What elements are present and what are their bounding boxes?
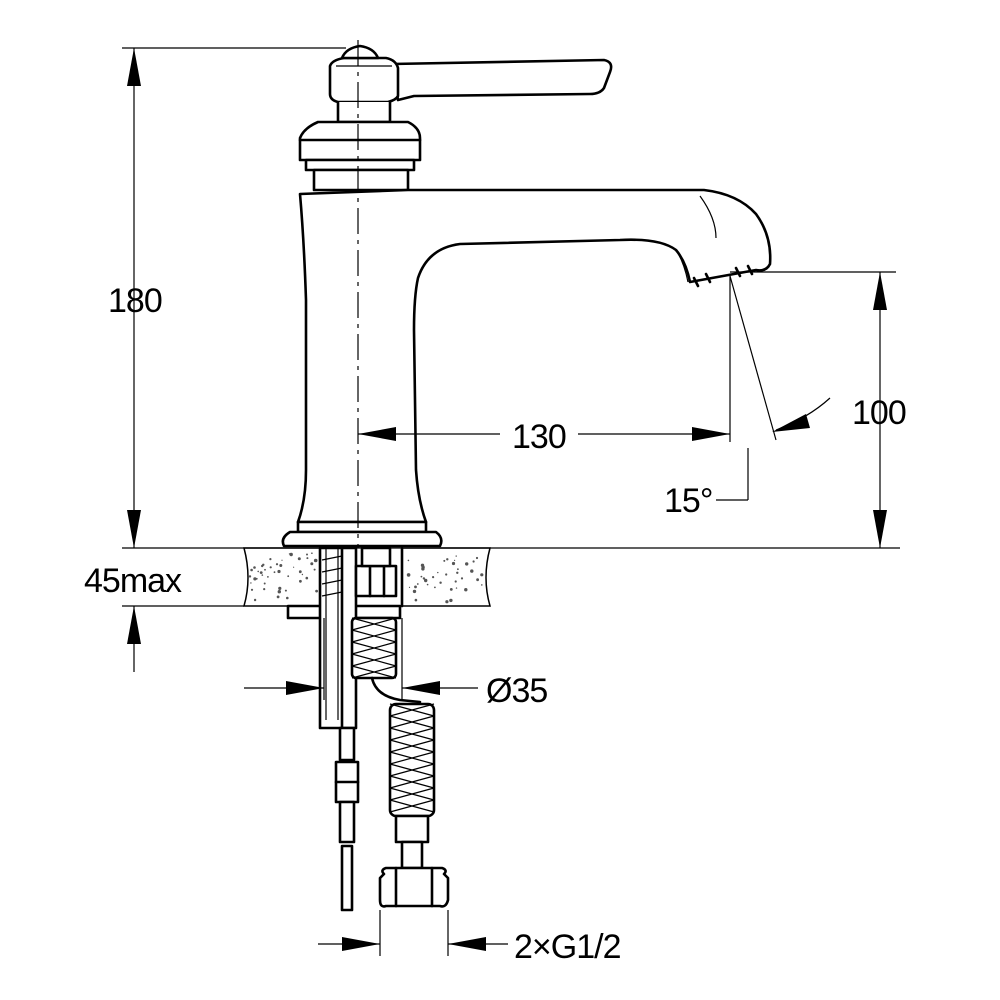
dimension-45max-label: 45max (84, 562, 182, 600)
countertop-texture (248, 552, 484, 604)
faucet-body (281, 44, 772, 548)
dimension-130-label: 130 (512, 418, 566, 456)
dimension-180-label: 180 (108, 282, 162, 320)
dimension-lines (122, 47, 900, 956)
dimension-100-label: 100 (852, 394, 906, 432)
dimension-g12-label: 2×G1/2 (514, 928, 621, 966)
dimension-labels: 180 100 130 15° 45max Ø35 2×G1/2 (84, 282, 907, 966)
dimension-15deg-label: 15° (664, 482, 712, 520)
dimension-35-label: Ø35 (486, 672, 547, 710)
